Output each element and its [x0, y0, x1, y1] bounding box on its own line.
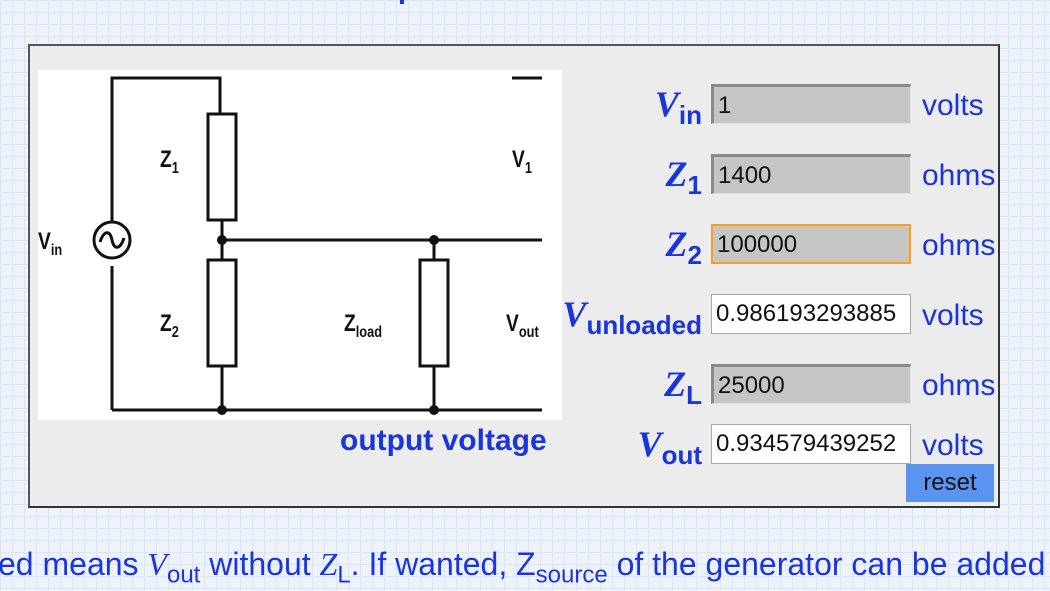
output-voltage-caption: output voltage	[340, 424, 547, 457]
vin-input[interactable]: 1	[711, 84, 911, 124]
zload-label: Zload	[344, 310, 383, 341]
z1-row-label: Z1	[665, 154, 702, 200]
z1-label: Z1	[160, 146, 179, 177]
z2-input[interactable]: 100000	[711, 224, 911, 264]
z2-label: Z2	[160, 310, 179, 341]
z2-unit: ohms	[922, 229, 996, 262]
z1-input[interactable]: 1400	[711, 154, 911, 194]
vout-output[interactable]: 0.934579439252	[711, 424, 911, 464]
zl-input[interactable]: 25000	[711, 364, 911, 404]
vunloaded-output[interactable]: 0.986193293885	[711, 294, 911, 334]
zl-row-label: ZL	[664, 364, 702, 410]
v1-label: V1	[512, 146, 532, 177]
vunloaded-row-label: Vunloaded	[562, 294, 702, 340]
resistor-zload	[418, 258, 450, 368]
top-text-fragment	[400, 0, 404, 4]
vout-label: Vout	[506, 310, 539, 341]
footer-note: ed means Vout without ZL. If wanted, Zso…	[0, 546, 1046, 589]
calculator-panel: Z1 Z2 Zload Vin V1 Vout output voltage V…	[28, 44, 1000, 508]
vunloaded-unit: volts	[922, 299, 984, 332]
vin-label: Vin	[38, 228, 63, 259]
vin-row-label: Vin	[654, 84, 702, 130]
vin-unit: volts	[922, 89, 984, 122]
zl-unit: ohms	[922, 369, 996, 402]
vout-unit: volts	[922, 429, 984, 462]
reset-button[interactable]: reset	[906, 464, 994, 502]
resistor-z1	[206, 112, 238, 222]
z2-row-label: Z2	[665, 224, 702, 270]
circuit-schematic	[92, 76, 542, 415]
wire-top	[110, 76, 222, 252]
z1-unit: ohms	[922, 159, 996, 192]
circuit-diagram: Z1 Z2 Zload Vin V1 Vout	[38, 70, 562, 420]
resistor-z2	[206, 258, 238, 368]
vout-row-label: Vout	[637, 424, 702, 470]
